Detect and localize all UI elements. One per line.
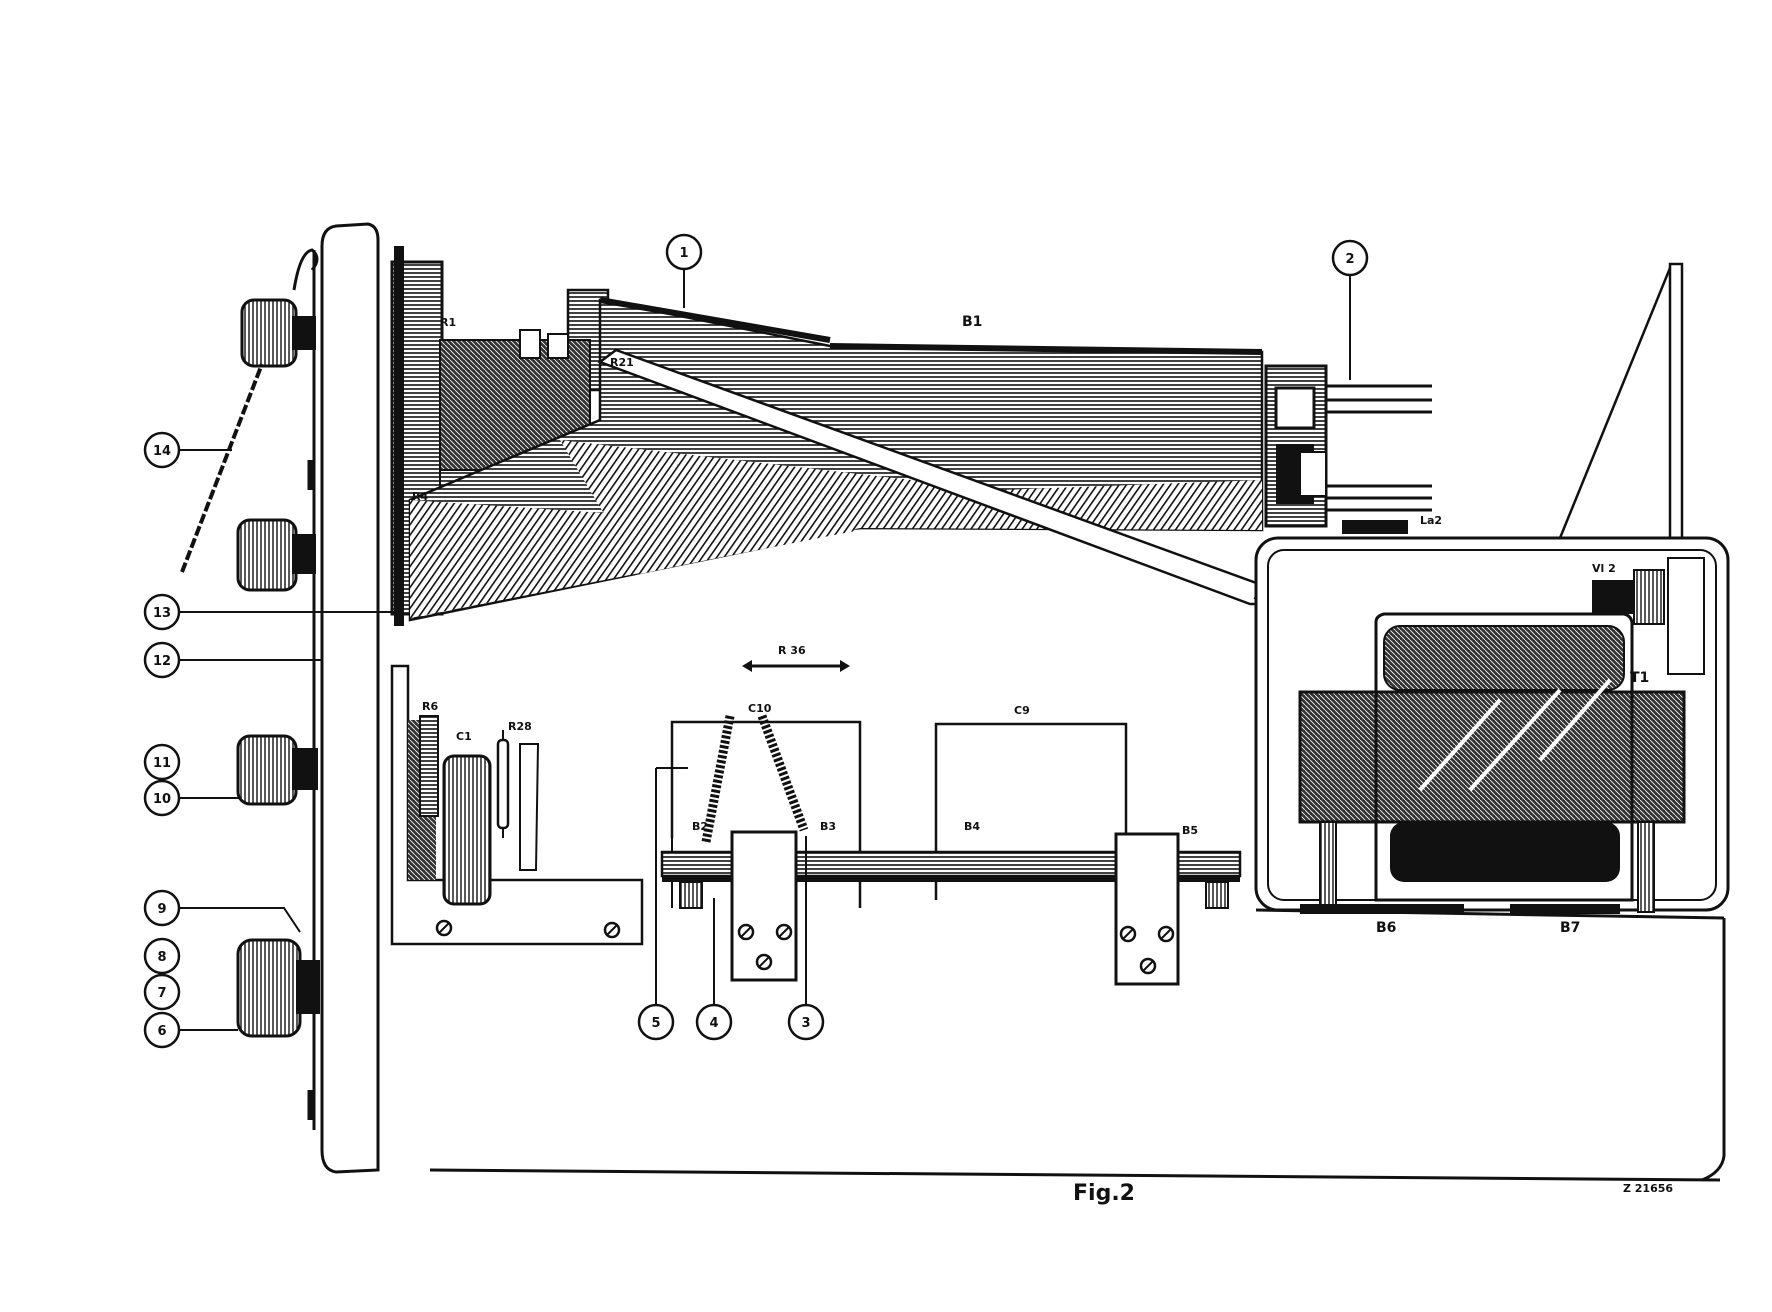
callout-11-label: 11 xyxy=(153,756,171,771)
callout-4: 4 xyxy=(695,1003,733,1041)
transformer-housing xyxy=(1254,536,1730,913)
label-b7: B7 xyxy=(1560,920,1580,936)
callout-5-label: 5 xyxy=(651,1016,660,1031)
callout-3-label: 3 xyxy=(801,1016,810,1031)
callout-8: 8 xyxy=(143,937,181,975)
callout-12-label: 12 xyxy=(153,654,171,669)
label-t1: T1 xyxy=(1630,670,1649,686)
callout-7-label: 7 xyxy=(157,986,166,1001)
label-b2: B2 xyxy=(692,820,708,833)
callout-9-label: 9 xyxy=(157,902,166,917)
front-panel xyxy=(307,222,380,1174)
resistor-r36 xyxy=(742,660,850,672)
figure-ref-code: Z 21656 xyxy=(1623,1182,1673,1195)
label-r4: R4 xyxy=(412,490,428,503)
callout-6: 6 xyxy=(143,1011,181,1049)
knob-bottom xyxy=(236,938,320,1038)
callout-10: 10 xyxy=(143,779,181,817)
callouts xyxy=(176,254,1351,1031)
callout-5: 5 xyxy=(637,1003,675,1041)
label-b1: B1 xyxy=(962,314,982,330)
switch-bar xyxy=(660,830,1242,986)
label-b4: B4 xyxy=(964,820,980,833)
callout-1-label: 1 xyxy=(679,246,688,261)
label-c10: C10 xyxy=(748,702,772,715)
label-r6: R6 xyxy=(422,700,438,713)
callout-7: 7 xyxy=(143,973,181,1011)
knob-lower-middle xyxy=(236,734,318,806)
label-la2: La2 xyxy=(1420,514,1442,527)
label-b6: B6 xyxy=(1376,920,1396,936)
label-r28: R28 xyxy=(508,720,532,733)
label-b5: B5 xyxy=(1182,824,1198,837)
callout-14: 14 xyxy=(143,431,181,469)
label-r1: R1 xyxy=(440,316,456,329)
callout-8-label: 8 xyxy=(157,950,166,965)
label-r21: R21 xyxy=(610,356,634,369)
callout-9: 9 xyxy=(143,889,181,927)
figure-caption: Fig.2 xyxy=(1073,1181,1135,1206)
callout-11: 11 xyxy=(143,743,181,781)
callout-13-label: 13 xyxy=(153,606,171,621)
rod xyxy=(180,363,264,573)
callout-1: 1 xyxy=(665,233,703,271)
callout-3: 3 xyxy=(787,1003,825,1041)
label-c9: C9 xyxy=(1014,704,1030,717)
callout-2-label: 2 xyxy=(1345,252,1354,267)
callout-14-label: 14 xyxy=(153,444,171,459)
vertical-plate xyxy=(1558,262,1684,540)
right-connector-stack xyxy=(1264,364,1432,534)
knob-upper-middle xyxy=(236,518,316,592)
callout-6-label: 6 xyxy=(157,1024,166,1039)
callout-2: 2 xyxy=(1331,239,1369,277)
label-c1: C1 xyxy=(456,730,472,743)
callout-4-label: 4 xyxy=(709,1016,718,1031)
callout-13: 13 xyxy=(143,593,181,631)
coil-assembly xyxy=(390,246,1272,626)
label-vl2: Vl 2 xyxy=(1592,562,1616,575)
callout-12: 12 xyxy=(143,641,181,679)
chassis xyxy=(429,904,1726,1182)
label-b3: B3 xyxy=(820,820,836,833)
label-r36: R 36 xyxy=(778,644,806,657)
l-bracket xyxy=(390,664,644,946)
capacitor-c9 xyxy=(934,722,1128,900)
knob-top xyxy=(240,248,319,368)
callout-10-label: 10 xyxy=(153,792,171,807)
